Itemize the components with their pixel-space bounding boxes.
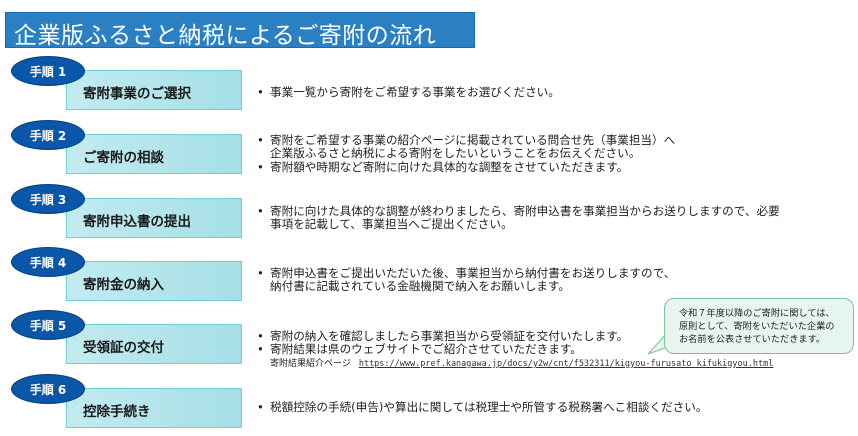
step-box: 寄附申込書の提出 xyxy=(66,198,242,238)
step-5-description: 寄附の納入を確認しましたら事業担当から受領証を交付いたします。 寄附結果は県のウ… xyxy=(256,329,773,371)
page-title: 企業版ふるさと納税によるご寄附の流れ xyxy=(14,23,437,49)
step-box: 控除手続き xyxy=(66,388,242,428)
step-3-description: 寄附に向けた具体的な調整が終わりましたら、寄附申込書を事業担当からお送りしますの… xyxy=(256,204,780,232)
step-label: 寄附事業のご選択 xyxy=(83,86,191,102)
step-box: 受領証の交付 xyxy=(66,324,242,364)
step-2: ご寄附の相談 手順 2 xyxy=(0,120,858,180)
step-label: ご寄附の相談 xyxy=(83,150,164,166)
disclosure-callout: 令和７年度以降のご寄附に関しては、 原則として、寄附をいただいた企業の お名前を… xyxy=(664,298,854,354)
step-4: 寄附金の納入 手順 4 xyxy=(0,247,858,307)
step-badge: 手順 2 xyxy=(11,120,85,150)
link-label: 寄附結果紹介ページ xyxy=(270,358,351,369)
step-1: 寄附事業のご選択 手順 1 xyxy=(0,56,858,116)
step-box: 寄附事業のご選択 xyxy=(66,70,242,110)
step-6: 控除手続き 手順 6 xyxy=(0,374,858,434)
step-label: 受領証の交付 xyxy=(83,340,164,356)
step-box: ご寄附の相談 xyxy=(66,134,242,174)
step-4-description: 寄附申込書をご提出いただいた後、事業担当から納付書をお送りしますので、 納付書に… xyxy=(256,266,675,294)
step-badge: 手順 3 xyxy=(11,184,85,214)
title-bar: 企業版ふるさと納税によるご寄附の流れ xyxy=(5,12,475,49)
result-page-link[interactable]: https://www.pref.kanagawa.jp/docs/y2w/cn… xyxy=(358,358,774,369)
step-badge: 手順 1 xyxy=(11,56,85,86)
step-5: 受領証の交付 手順 5 xyxy=(0,310,858,370)
step-badge: 手順 6 xyxy=(11,374,85,404)
step-label: 寄附金の納入 xyxy=(83,277,164,293)
step-badge: 手順 4 xyxy=(11,247,85,277)
step-1-description: 事業一覧から寄附をご希望する事業をお選びください。 xyxy=(256,85,560,100)
step-2-description: 寄附をご希望する事業の紹介ページに掲載されている問合せ先（事業担当）へ 企業版ふ… xyxy=(256,133,675,175)
step-box: 寄附金の納入 xyxy=(66,261,242,301)
step-label: 控除手続き xyxy=(83,404,151,420)
step-label: 寄附申込書の提出 xyxy=(83,214,191,230)
step-6-description: 税額控除の手続(申告)や算出に関しては税理士や所管する税務署へこ相談ください。 xyxy=(256,400,707,415)
result-page-link-row: 寄附結果紹介ページ https://www.pref.kanagawa.jp/do… xyxy=(256,358,773,371)
step-badge: 手順 5 xyxy=(11,310,85,340)
step-3: 寄附申込書の提出 手順 3 xyxy=(0,184,858,244)
